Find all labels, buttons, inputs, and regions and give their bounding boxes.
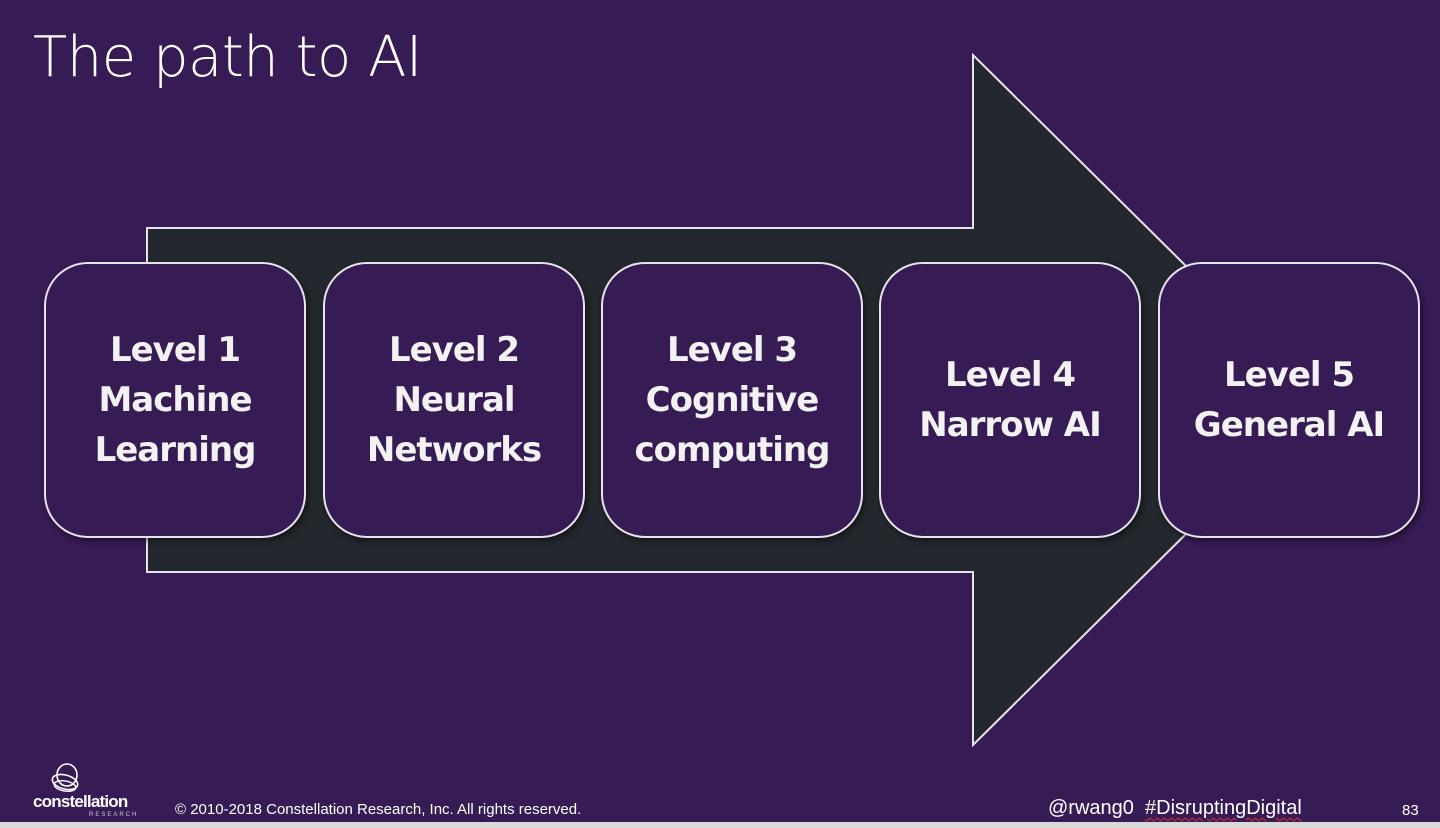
level-2-name: Neural — [393, 380, 515, 420]
level-5-name: General AI — [1193, 405, 1385, 445]
level-4-number: Level 4 — [944, 355, 1076, 395]
level-2-box: Level 2 Neural Networks — [323, 262, 585, 538]
level-4-name: Narrow AI — [919, 405, 1102, 445]
constellation-logo: constellation RESEARCH — [33, 762, 153, 822]
level-2-number: Level 2 — [388, 330, 520, 370]
level-3-name: Cognitive — [645, 380, 820, 420]
level-5-box: Level 5 General AI — [1158, 262, 1420, 538]
level-1-name-2: Learning — [94, 430, 257, 470]
level-1-number: Level 1 — [109, 330, 241, 370]
level-2-name-2: Networks — [366, 430, 542, 470]
level-1-box: Level 1 Machine Learning — [44, 262, 306, 538]
level-1-name: Machine — [98, 380, 252, 420]
level-5-number: Level 5 — [1223, 355, 1355, 395]
window-bottom-edge — [0, 822, 1440, 828]
slide-title: The path to AI — [33, 25, 422, 90]
level-4-box: Level 4 Narrow AI — [879, 262, 1141, 538]
copyright-text: © 2010-2018 Constellation Research, Inc.… — [175, 801, 582, 818]
level-3-box: Level 3 Cognitive computing — [601, 262, 863, 538]
constellation-rings-icon — [51, 763, 79, 792]
level-3-number: Level 3 — [666, 330, 798, 370]
hashtag: #DisruptingDigital — [1145, 797, 1302, 819]
twitter-handle: @rwang0 — [1048, 797, 1134, 819]
social-handles: @rwang0 #DisruptingDigital — [1048, 797, 1302, 820]
logo-subtitle: RESEARCH — [89, 812, 139, 818]
logo-wordmark: constellation — [33, 792, 128, 811]
page-number: 83 — [1402, 802, 1419, 819]
level-3-name-2: computing — [634, 430, 831, 470]
